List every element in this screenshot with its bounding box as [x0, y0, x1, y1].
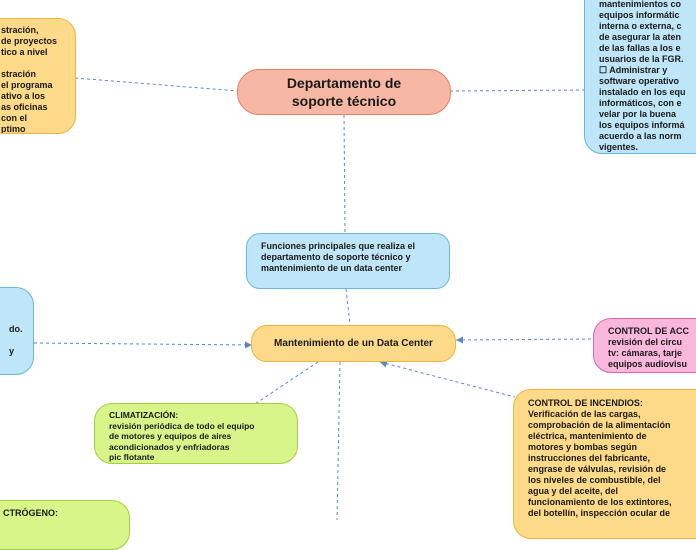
node-control-incendios[interactable]: CONTROL DE INCENDIOS: Verificación de la…	[513, 389, 696, 539]
link-root-left	[74, 77, 239, 92]
node-left-mid[interactable]: do. y	[0, 287, 34, 375]
link-root-right	[449, 89, 586, 92]
arrow-datacenter-incendios	[380, 361, 388, 368]
arrow-datacenter-left	[245, 341, 252, 349]
link-datacenter-clima	[254, 361, 319, 405]
link-datacenter-incendios	[379, 361, 516, 398]
node-root[interactable]: Departamento de soporte técnico	[237, 69, 451, 115]
node-control-incendios-text: CONTROL DE INCENDIOS: Verificación de la…	[528, 398, 672, 518]
link-functions-datacenter	[345, 288, 351, 326]
node-control-acceso-text: CONTROL DE ACC revisión del circu tv: cá…	[608, 326, 689, 369]
node-functions[interactable]: Funciones principales que realiza el dep…	[246, 233, 450, 289]
node-data-center[interactable]: Mantenimiento de un Data Center	[251, 325, 456, 362]
node-left-top-text: stración, de proyectos tico a nivel stra…	[1, 25, 58, 134]
node-root-text: Departamento de soporte técnico	[286, 75, 402, 109]
node-right-top[interactable]: mantenimientos co equipos informátic int…	[584, 0, 696, 154]
link-datacenter-access	[455, 338, 595, 341]
node-right-top-text: mantenimientos co equipos informátic int…	[599, 0, 686, 152]
connector-lines	[33, 77, 595, 520]
node-climatizacion-text: CLIMATIZACIÓN: revisión periódica de tod…	[109, 410, 255, 462]
arrow-datacenter-access	[456, 336, 463, 344]
node-functions-text: Funciones principales que realiza el dep…	[261, 241, 416, 273]
node-electrogeno[interactable]: CTRÓGENO:	[0, 500, 130, 550]
link-datacenter-down	[336, 361, 341, 520]
node-control-acceso[interactable]: CONTROL DE ACC revisión del circu tv: cá…	[593, 318, 696, 373]
node-data-center-text: Mantenimiento de un Data Center	[274, 337, 433, 349]
node-electrogeno-text: CTRÓGENO:	[3, 508, 58, 518]
link-datacenter-left	[33, 342, 253, 346]
node-climatizacion[interactable]: CLIMATIZACIÓN: revisión periódica de tod…	[94, 403, 298, 464]
node-left-top[interactable]: stración, de proyectos tico a nivel stra…	[0, 18, 76, 134]
link-root-functions	[343, 114, 346, 235]
node-left-mid-text: do. y	[9, 324, 23, 356]
